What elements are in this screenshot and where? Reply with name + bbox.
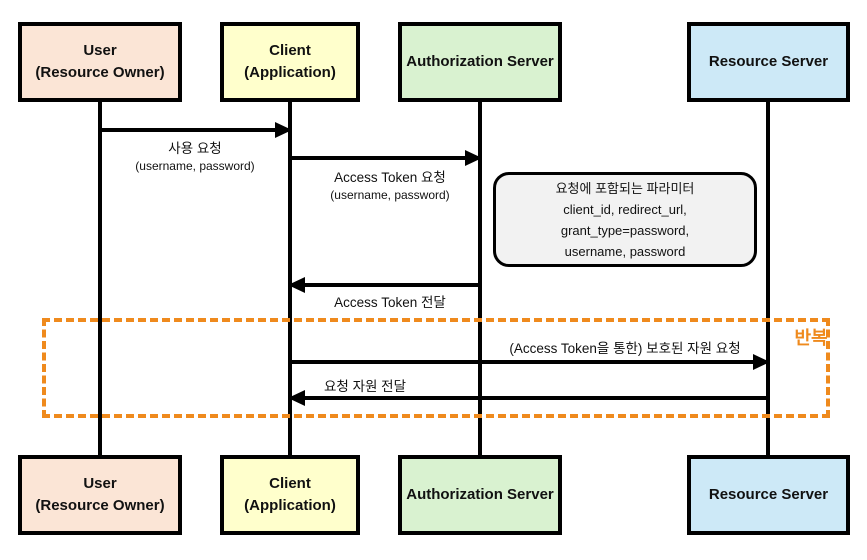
actor-resource-server-name: Resource Server bbox=[708, 53, 829, 70]
arrowhead-right-icon bbox=[465, 150, 482, 166]
message-arrow-access-token-request bbox=[290, 150, 482, 166]
actor-user-subtitle: (Resource Owner) bbox=[35, 497, 165, 514]
note-line-3: grant_type=password, bbox=[560, 222, 690, 238]
note-line-4: username, password bbox=[564, 243, 686, 259]
actor-user-name: User bbox=[83, 475, 117, 492]
actor-client-bottom: Client (Application) bbox=[220, 455, 360, 535]
message-arrow-protected-resource-request bbox=[290, 354, 770, 370]
actor-user-subtitle: (Resource Owner) bbox=[35, 64, 165, 81]
repeat-loop-label: 반복 bbox=[794, 328, 828, 348]
actor-user-top: User (Resource Owner) bbox=[18, 22, 182, 102]
arrowhead-left-icon bbox=[288, 277, 305, 293]
message-arrow-requested-resource-delivery bbox=[288, 390, 768, 406]
message-arrow-access-token-delivery bbox=[288, 277, 480, 293]
actor-client-subtitle: (Application) bbox=[244, 497, 336, 514]
note-line-2: client_id, redirect_url, bbox=[563, 201, 687, 217]
message-label-requested-resource-delivery: 요청 자원 전달 bbox=[323, 379, 407, 394]
message-arrow-use-request bbox=[100, 122, 292, 138]
actor-client-top: Client (Application) bbox=[220, 22, 360, 102]
message-label-access-token-delivery: Access Token 전달 bbox=[334, 295, 446, 310]
actor-auth-server-name: Authorization Server bbox=[406, 486, 554, 503]
actor-auth-server-name: Authorization Server bbox=[406, 53, 554, 70]
actor-resource-server-bottom: Resource Server bbox=[687, 455, 850, 535]
arrowhead-left-icon bbox=[288, 390, 305, 406]
arrowhead-right-icon bbox=[753, 354, 770, 370]
lifeline-user bbox=[98, 102, 102, 455]
actor-resource-server-name: Resource Server bbox=[708, 486, 829, 503]
actor-client-name: Client bbox=[269, 42, 311, 59]
actor-auth-server-top: Authorization Server bbox=[398, 22, 562, 102]
message-label-access-token-request: Access Token 요청 bbox=[334, 170, 446, 185]
actor-resource-server-top: Resource Server bbox=[687, 22, 850, 102]
repeat-loop-box bbox=[42, 318, 830, 418]
message-sublabel-access-token-request: (username, password) bbox=[330, 188, 450, 202]
actor-user-bottom: User (Resource Owner) bbox=[18, 455, 182, 535]
actor-client-name: Client bbox=[269, 475, 311, 492]
message-label-protected-resource-request: (Access Token을 통한) 보호된 자원 요청 bbox=[509, 341, 741, 356]
lifeline-auth-server bbox=[478, 102, 482, 455]
actor-auth-server-bottom: Authorization Server bbox=[398, 455, 562, 535]
message-label-use-request: 사용 요청 bbox=[168, 141, 222, 156]
actor-client-subtitle: (Application) bbox=[244, 64, 336, 81]
actor-user-name: User bbox=[83, 42, 117, 59]
note-line-1: 요청에 포함되는 파라미터 bbox=[555, 180, 695, 196]
arrowhead-right-icon bbox=[275, 122, 292, 138]
lifeline-resource-server bbox=[766, 102, 770, 455]
message-sublabel-use-request: (username, password) bbox=[135, 159, 255, 173]
note-request-parameters: 요청에 포함되는 파라미터 client_id, redirect_url, g… bbox=[493, 172, 757, 267]
